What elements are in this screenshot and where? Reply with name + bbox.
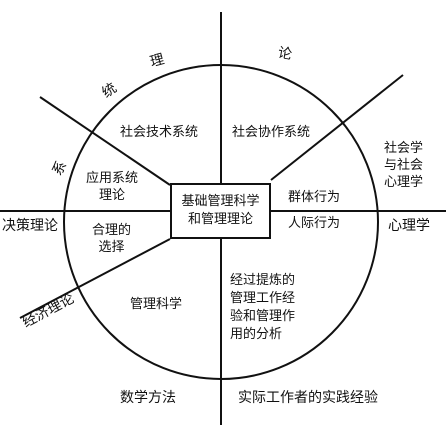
outer-bottom-right: 实际工作者的实践经验	[238, 390, 378, 406]
inner-experience-line-1: 经过提炼的	[230, 273, 296, 288]
spoke-upper-left	[39, 96, 171, 186]
inner-experience-line-3: 验和管理作	[230, 309, 296, 324]
outer-right-top-line-2: 与社会	[384, 158, 424, 173]
inner-interpersonal: 人际行为	[288, 216, 341, 231]
inner-applied-sys-line-1: 应用系统	[86, 171, 139, 186]
spoke-upper-right	[270, 74, 404, 181]
inner-group-behavior: 群体行为	[288, 190, 341, 205]
outer-right-top-line-3: 心理学	[384, 175, 424, 190]
inner-experience-line-4: 用的分析	[230, 327, 283, 342]
outer-left-top: 决策理论	[2, 218, 58, 234]
center-box: 基础管理科学 和管理理论	[170, 183, 271, 239]
outer-right-mid: 心理学	[388, 218, 430, 234]
outer-bottom-left: 数学方法	[120, 390, 176, 406]
inner-experience-line-2: 管理工作经	[230, 291, 296, 306]
inner-social-coop: 社会协作系统	[232, 125, 311, 140]
inner-rational-choice-line-1: 合理的	[92, 223, 132, 238]
outer-right-top: 社会学 与社会 心理学	[384, 140, 423, 191]
center-box-line-2: 和管理理论	[187, 212, 253, 227]
inner-mgmt-science: 管理科学	[130, 297, 183, 312]
inner-social-tech: 社会技术系统	[120, 125, 199, 140]
center-box-line-1: 基础管理科学	[181, 194, 260, 209]
inner-applied-sys: 应用系统 理论	[86, 170, 138, 204]
inner-applied-sys-line-2: 理论	[99, 188, 126, 203]
inner-experience: 经过提炼的 管理工作经 验和管理作 用的分析	[230, 272, 295, 344]
inner-rational-choice-line-2: 选择	[98, 240, 125, 255]
outer-right-top-line-1: 社会学	[384, 141, 424, 156]
spoke-lower-left	[19, 238, 171, 319]
inner-rational-choice: 合理的 选择	[92, 222, 131, 256]
